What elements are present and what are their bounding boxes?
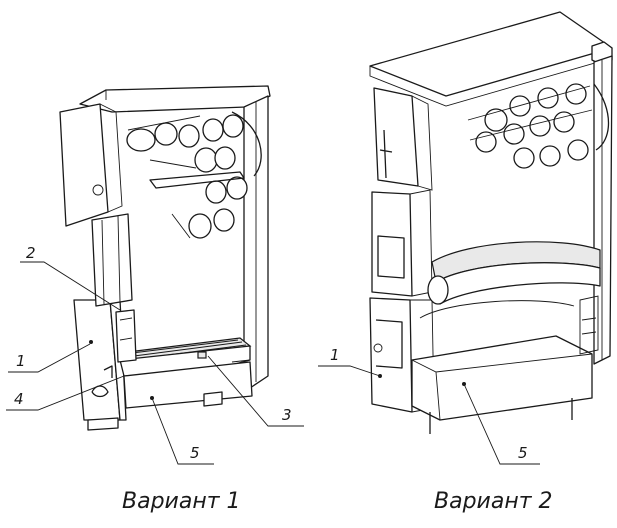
callout-1: 1 <box>16 352 26 370</box>
variant-1-boiler <box>59 85 271 431</box>
variant-2-caption: Вариант 2 <box>434 489 553 514</box>
variant-2-callouts: 1 5 <box>318 346 540 465</box>
variant-1-tubes <box>126 114 248 239</box>
callout-1: 1 <box>330 346 340 364</box>
variant-1-callouts: 2 1 4 3 5 <box>6 244 304 465</box>
callout-2: 2 <box>26 244 36 262</box>
callout-5: 5 <box>518 444 528 462</box>
callout-3: 3 <box>282 406 292 424</box>
callout-5: 5 <box>190 444 200 462</box>
callout-4: 4 <box>14 390 24 408</box>
variant-2-boiler <box>369 11 613 434</box>
variant-1-caption: Вариант 1 <box>122 489 241 514</box>
variant-2-tubes <box>467 83 593 169</box>
